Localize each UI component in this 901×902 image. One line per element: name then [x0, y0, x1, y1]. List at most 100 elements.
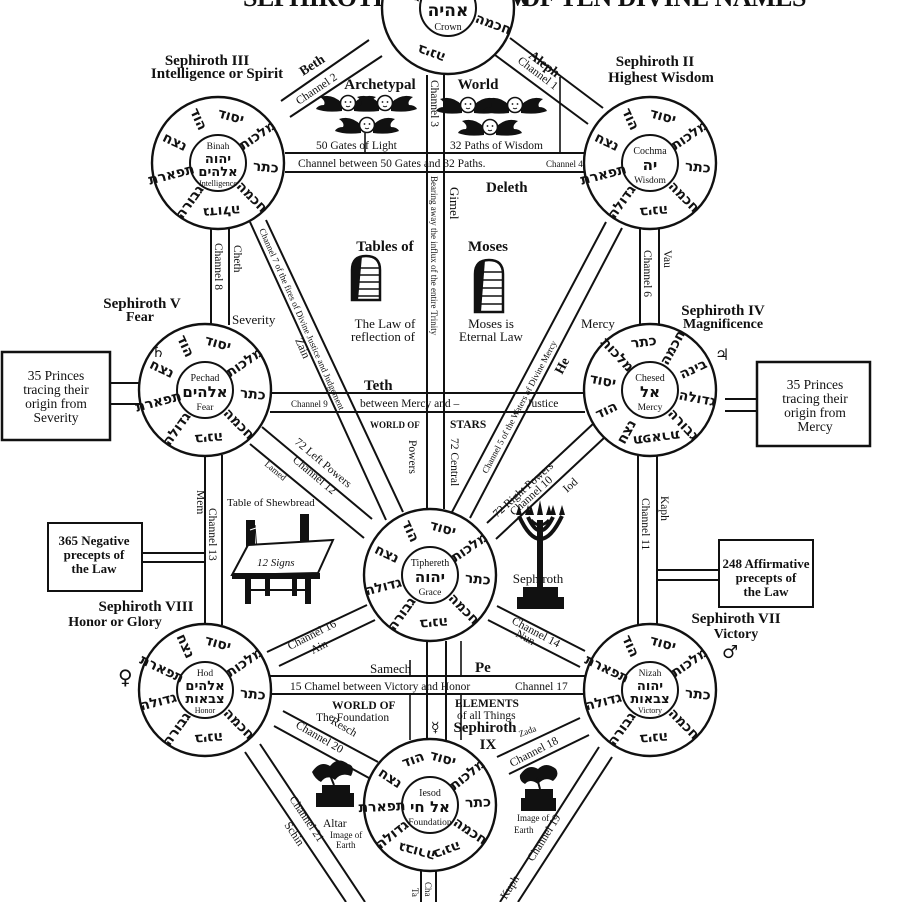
outer-divine-name: בינה: [639, 202, 669, 220]
image-of-earth-left-1: Image of: [330, 830, 362, 840]
outer-divine-name: יסוד: [648, 105, 678, 128]
paths-label: 32 Paths of Wisdom: [450, 140, 543, 152]
outer-divine-name: יסוד: [588, 371, 617, 392]
box-line: the Law: [743, 584, 789, 599]
channel-3-label: Channel 3: [428, 80, 440, 127]
mercury-icon: ☿: [431, 720, 440, 736]
reflection-of-label: reflection of: [351, 329, 416, 344]
box-line: 365 Negative: [58, 533, 129, 548]
powers-label: Powers: [406, 440, 418, 474]
channel-17-letter: Pe: [475, 660, 491, 676]
sephiroth-circles: חכמהבינהגדולהגבורהאהיהCrownיסודמלכותכתרח…: [134, 0, 718, 873]
heading-hod: Sephiroth VIII: [99, 599, 194, 615]
inner-ring: [176, 661, 234, 719]
channel-9-middle: between Mercy and –: [360, 398, 460, 410]
box-line: 248 Affirmative: [722, 556, 809, 571]
channel-19-bar: [499, 746, 613, 902]
sephirah-meaning: Fear: [197, 403, 215, 413]
outer-divine-name: יסוד: [203, 632, 233, 655]
outer-divine-name: תפארת: [358, 798, 406, 816]
sephirah-meaning: Victory: [638, 706, 662, 715]
outer-divine-name: בינה: [419, 614, 449, 632]
sephirah-hebrew-name: אהיה: [428, 1, 469, 21]
sephirah-name: Binah: [207, 142, 230, 152]
table-shewbread-label: Table of Shewbread: [227, 497, 315, 509]
region-partitions: [349, 77, 561, 740]
sephirah-hebrew-name: יהוה: [637, 679, 663, 694]
channel-11-label: Channel 11: [639, 498, 651, 551]
foundation-label: The Foundation: [316, 712, 389, 724]
altar-label: Altar: [323, 818, 347, 830]
venus-icon: ♀: [118, 665, 133, 689]
channel-13-bar: [204, 455, 223, 625]
outer-divine-name: הוד: [400, 749, 427, 772]
image-of-earth-left-2: Earth: [336, 840, 356, 850]
shewbread-table-icon: 12 Signs: [230, 514, 335, 604]
subheading-cochma: Highest Wisdom: [608, 70, 714, 86]
tablet-right-icon: [473, 258, 505, 314]
channel-8-letter: Cheth: [231, 245, 243, 273]
mars-icon: ♂: [722, 642, 738, 663]
channel-4-label: Channel between 50 Gates and 32 Paths.: [298, 158, 486, 170]
box-line: tracing their: [23, 382, 89, 397]
channel-20-bar: [273, 710, 379, 779]
heading-chesed: Sephiroth IV: [681, 303, 765, 319]
sephirah-meaning: Honor: [195, 706, 216, 715]
channel-5-bar: [451, 221, 623, 519]
cherubim-illustrations: [316, 94, 547, 136]
channel-21-bar: [244, 743, 366, 902]
sephirah-iesod: יסודמלכותכתרחכמהבינהגבורהגדולהתפארתנצחהו…: [358, 737, 498, 873]
sephirah-nizah: יסודמלכותכתרחכמהבינהגבורהגדולהתפארתהודNi…: [582, 622, 718, 758]
sephirah-cochma: יסודמלכותכתרחכמהבינהגדולהתפארתנצחהודCoch…: [579, 95, 718, 231]
subheading-iesod: IX: [480, 737, 497, 753]
outer-divine-name: יסוד: [216, 105, 246, 128]
image-of-earth-right-1: Image of: [517, 813, 549, 823]
channel-2-bar: [280, 39, 383, 118]
inner-ring: [621, 361, 679, 419]
box-line: 35 Princes: [28, 368, 85, 383]
outer-divine-name: כתר: [464, 570, 491, 588]
cherub-icon: [353, 94, 417, 112]
heading-binah: Sephiroth III: [165, 53, 250, 69]
channel-3-letter: Gimel: [447, 187, 462, 220]
sephirah-binah: יסודמלכותכתרחכמהגדולהגבורהתפארתנצחהודBin…: [147, 95, 286, 231]
inner-ring: [176, 361, 234, 419]
channel-9-bar: [270, 392, 585, 413]
sephirah-meaning: Foundation: [408, 818, 452, 828]
channel-9-letter: Teth: [364, 378, 393, 394]
channel-7-bar: [249, 219, 404, 521]
sephirah-meaning: Grace: [419, 588, 442, 598]
sephirah-hod: יסודמלכותכתרחכמהבינהגבורהגדולהתפארתנצחHo…: [137, 622, 273, 758]
box-line: precepts of: [64, 547, 125, 562]
channel-14-bar: [487, 605, 586, 668]
box-line: 35 Princes: [787, 377, 844, 392]
channel-13-letter: Mem: [194, 490, 206, 514]
channel-6-letter: Vau: [661, 250, 673, 268]
channel-12-letter: Lamed: [263, 459, 289, 483]
box-line: tracing their: [782, 391, 848, 406]
channel-lines: [110, 37, 757, 902]
cherub-icon: [483, 96, 547, 114]
subheading-pechad: Fear: [126, 310, 154, 325]
channel-15-letter: Samech: [370, 661, 412, 676]
box-right-princes: 35 Princes tracing their origin from Mer…: [755, 360, 872, 448]
box-negative-precepts: 365 Negative precepts of the Law: [47, 522, 143, 592]
sephirah-meaning: Mercy: [638, 403, 663, 413]
tables-of-label: Tables of: [356, 239, 414, 255]
inner-ring: [401, 776, 459, 834]
subheading-nizah: Victory: [714, 627, 759, 642]
outer-divine-name: כתר: [465, 794, 492, 811]
outer-divine-name: גדולה: [203, 201, 242, 220]
channel-18-bar: [496, 717, 590, 775]
world-of-powers-label: WORLD OF: [370, 420, 420, 430]
channel-17-label: Channel 17: [515, 681, 568, 693]
channel-10-bar: [486, 422, 605, 540]
channel-10-letter: Iod: [561, 476, 581, 495]
box-line: Mercy: [797, 419, 832, 434]
inner-ring: [621, 134, 679, 192]
channel-4-bar: [285, 152, 585, 173]
sephirah-name: Iesod: [419, 788, 441, 799]
sephirah-hebrew-name: אל חי: [410, 798, 450, 816]
central-powers-label: 72 Central: [448, 438, 460, 486]
